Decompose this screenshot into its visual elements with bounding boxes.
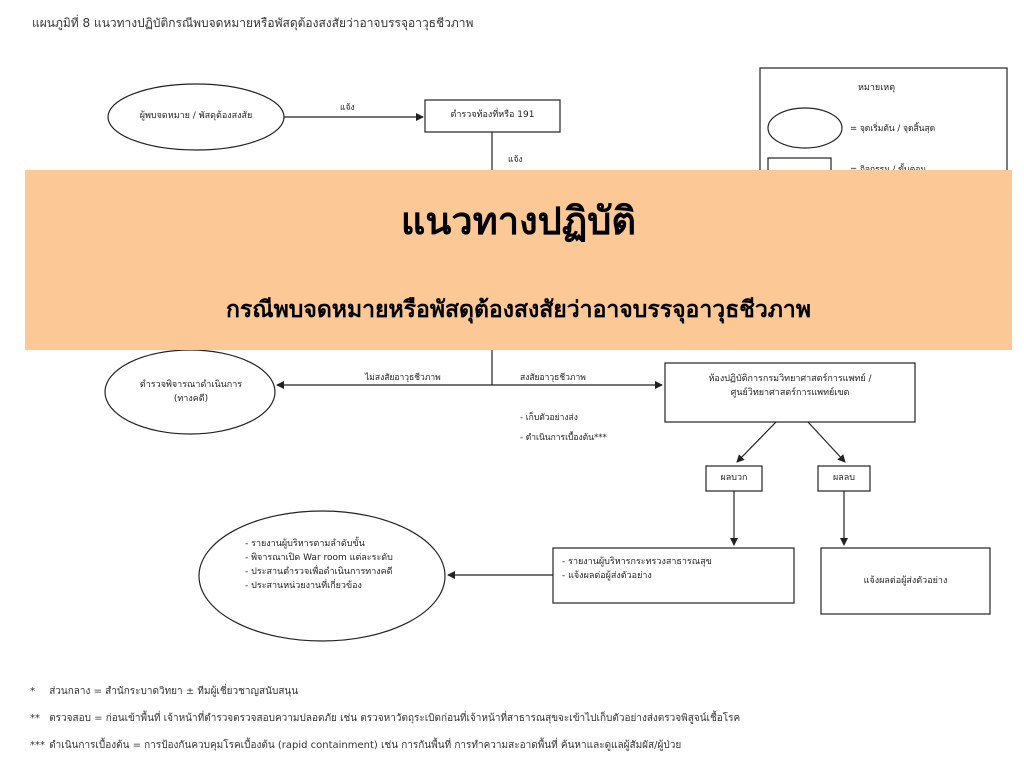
- suspected-note-1: - เก็บตัวอย่างส่ง: [520, 413, 578, 423]
- final-actions-node-shape: [198, 510, 446, 642]
- final-action-3: - ประสานตำรวจเพื่อดำเนินการทางคดี: [245, 566, 393, 577]
- suspected-note-2: - ดำเนินการเบื้องต้น***: [520, 433, 607, 443]
- lab-to-positive-edge: [736, 421, 777, 463]
- police-down-label: แจ้ง: [508, 155, 523, 165]
- footnote-1-text: ส่วนกลาง = สำนักระบาดวิทยา ± ทีมผู้เชี่ย…: [49, 686, 299, 697]
- suspected-label: สงสัยอาวุธชีวภาพ: [520, 373, 586, 383]
- positive-node-label: ผลบวก: [720, 473, 748, 483]
- banner-title: แนวทางปฏิบัติ: [400, 199, 637, 243]
- figure-title: แผนภูมิที่ 8 แนวทางปฏิบัติกรณีพบจดหมายหร…: [32, 16, 474, 30]
- finder-to-police-label: แจ้ง: [340, 103, 355, 113]
- footnote-3-text: ดำเนินการเบื้องต้น = การป้องกันควบคุมโรค…: [49, 740, 682, 751]
- legend-ellipse-shape: [767, 107, 843, 149]
- police-case-line-1: ตำรวจพิจารณาดำเนินการ: [139, 380, 243, 390]
- legend-ellipse-label: = จุดเริ่มต้น / จุดสิ้นสุด: [850, 124, 936, 134]
- footnote-1: * ส่วนกลาง = สำนักระบาดวิทยา ± ทีมผู้เชี…: [30, 684, 298, 699]
- lab-node-shape: [664, 362, 916, 423]
- legend-title: หมายเหตุ: [858, 83, 896, 93]
- report-moph-line-1: - รายงานผู้บริหารกระทรวงสาธารณสุข: [562, 557, 712, 567]
- lab-node-label: ห้องปฏิบัติการกรมวิทยาศาสตร์การแพทย์ / ศ…: [665, 373, 915, 401]
- police-case-node-label: ตำรวจพิจารณาดำเนินการ (ทางคดี): [118, 379, 264, 407]
- footnote-3-mark: ***: [30, 740, 45, 751]
- negative-node-label: ผลลบ: [832, 473, 856, 483]
- final-action-2: - พิจารณาเปิด War room แต่ละระดับ: [245, 552, 393, 563]
- footnote-2-mark: **: [30, 713, 40, 724]
- footnote-2-text: ตรวจสอบ = ก่อนเข้าพื้นที่ เจ้าหน้าที่ตำร…: [49, 713, 741, 724]
- report-moph-line-2: - แจ้งผลต่อผู้ส่งตัวอย่าง: [562, 570, 652, 581]
- lab-to-negative-edge: [807, 421, 846, 463]
- banner-subtitle: กรณีพบจดหมายหรือพัสดุต้องสงสัยว่าอาจบรรจ…: [226, 297, 811, 323]
- police-case-node-shape: [104, 349, 276, 435]
- report-moph-node-label: - รายงานผู้บริหารกระทรวงสาธารณสุข - แจ้ง…: [562, 556, 712, 584]
- footnote-1-mark: *: [30, 686, 35, 697]
- lab-line-2: ศูนย์วิทยาศาสตร์การแพทย์เขต: [730, 387, 850, 398]
- final-actions-node-label: - รายงานผู้บริหารตามลำดับขั้น - พิจารณาเ…: [245, 538, 393, 594]
- lab-line-1: ห้องปฏิบัติการกรมวิทยาศาสตร์การแพทย์ /: [708, 374, 872, 384]
- final-action-1: - รายงานผู้บริหารตามลำดับขั้น: [245, 539, 365, 549]
- footnote-3: *** ดำเนินการเบื้องต้น = การป้องกันควบคุ…: [30, 738, 681, 753]
- notify-sender-node-label: แจ้งผลต่อผู้ส่งตัวอย่าง: [863, 576, 948, 586]
- title-banner: แนวทางปฏิบัติ กรณีพบจดหมายหรือพัสดุต้องส…: [25, 170, 1012, 350]
- notify-sender-node-shape: [820, 547, 991, 615]
- police-case-line-2: (ทางคดี): [173, 393, 209, 404]
- police-191-node-label: ตำรวจท้องที่หรือ 191: [450, 110, 535, 120]
- final-action-4: - ประสานหน่วยงานที่เกี่ยวข้อง: [245, 580, 362, 591]
- finder-node-label: ผู้พบจดหมาย / พัสดุต้องสงสัย: [139, 111, 253, 121]
- footnote-2: ** ตรวจสอบ = ก่อนเข้าพื้นที่ เจ้าหน้าที่…: [30, 711, 740, 726]
- not-suspected-label: ไม่สงสัยอาวุธชีวภาพ: [365, 373, 441, 383]
